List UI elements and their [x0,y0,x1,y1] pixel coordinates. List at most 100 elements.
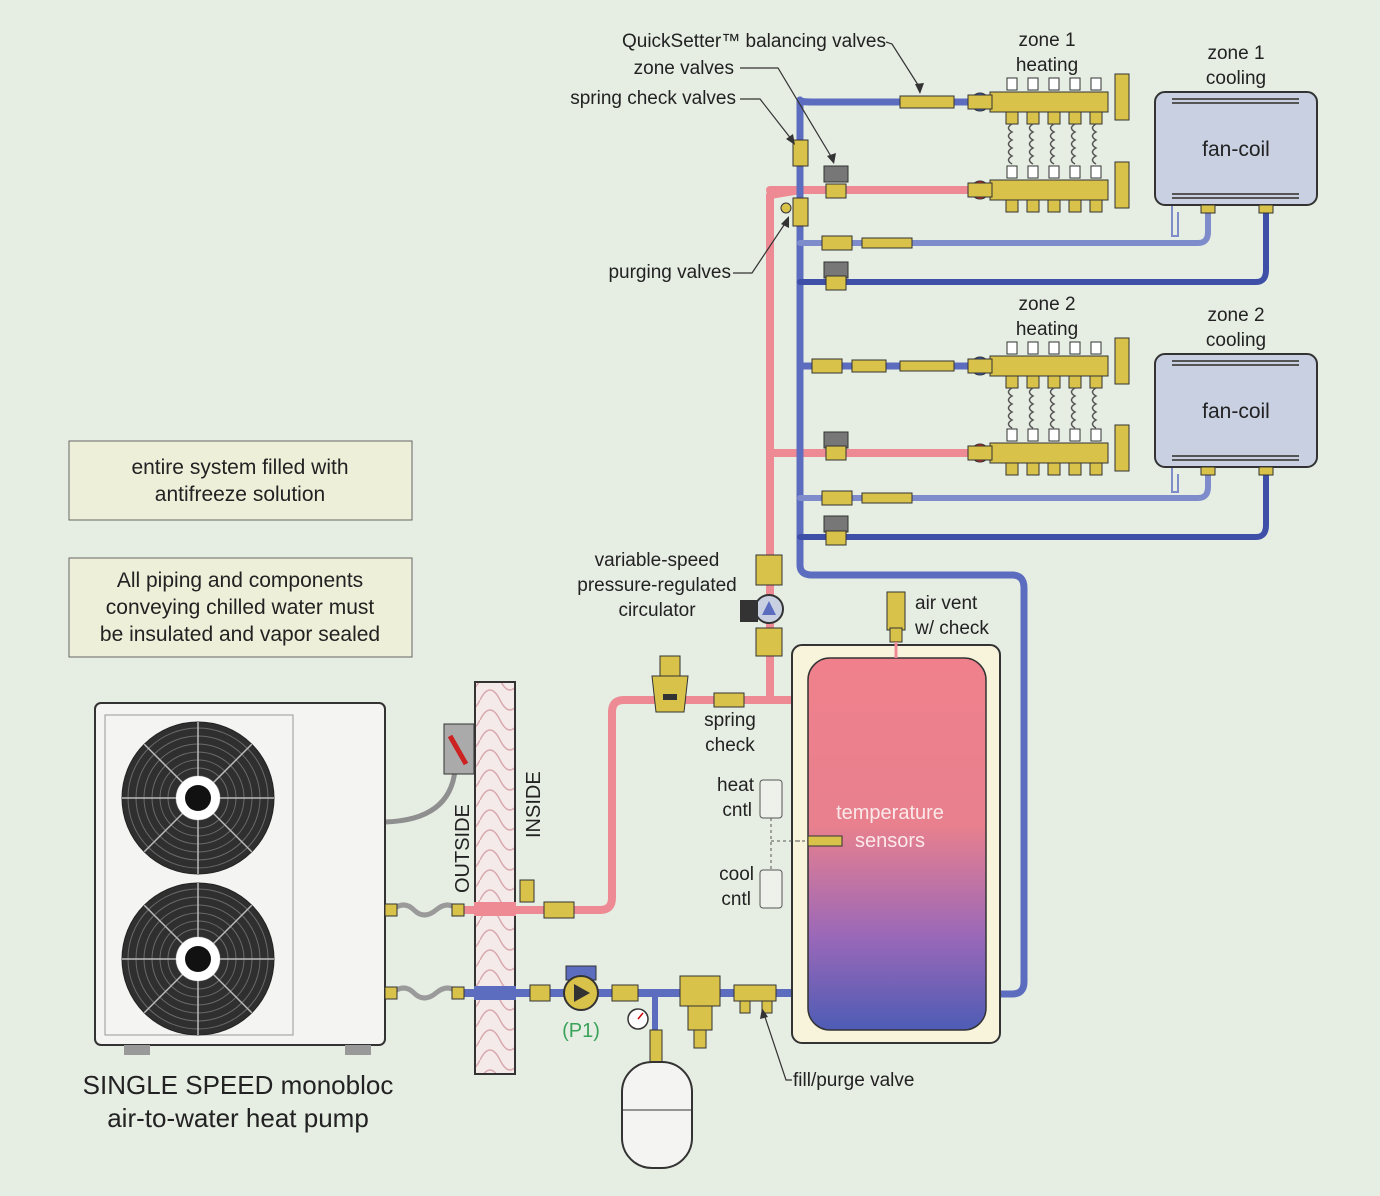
circulator-label-1: variable-speed [595,550,720,571]
manifold-return-bar [989,179,1109,201]
outside-label: OUTSIDE [452,804,474,893]
quicksetter-label: QuickSetter™ balancing valves [622,31,886,52]
inside-label: INSIDE [523,771,545,838]
zone1-cooling-label-1: zone 1 [1207,43,1264,64]
manifold-outlet [1026,199,1040,213]
radiant-manifolds [967,73,1130,476]
manifold-outlet [1047,375,1061,389]
manifold-tubing [1028,123,1035,165]
manifold-actuator [1006,428,1018,442]
manifold-actuator [1069,428,1081,442]
manifold-actuator [1090,341,1102,355]
fan-bottom [121,882,275,1036]
manifold-tubing [1070,123,1077,165]
circulator-label-2: pressure-regulated [577,575,736,596]
note-insulation-line-3: be insulated and vapor sealed [100,623,380,646]
spring-check-label-1: spring [704,710,756,731]
manifold-actuator [1048,428,1060,442]
spring-check-label-2: check [705,735,755,756]
manifold-outlet [1005,199,1019,213]
manifold-outlet [1026,375,1040,389]
manifold-actuator [1027,77,1039,91]
manifold-actuator [1069,341,1081,355]
manifold-end-vent [1114,424,1130,472]
temp-sensors-label-2: sensors [855,830,925,852]
buffer-tank: temperature sensors [791,644,1001,1044]
zone2-heating-label-1: zone 2 [1018,294,1075,315]
manifold-outlet [1047,199,1061,213]
electrical-conduit [382,767,461,825]
manifold-tubing [1028,387,1035,429]
cold-main-riser [796,96,1028,998]
balancing-valve-zone1-cool [821,235,913,251]
note-antifreeze: entire system filled with antifreeze sol… [68,440,413,521]
variable-speed-circulator [740,554,784,657]
manifold-outlet [1026,111,1040,125]
manifold-tubing [1007,123,1014,165]
manifold-outlet [1068,199,1082,213]
zone-valve-zone1-cool [823,261,849,291]
manifold-outlet [1068,375,1082,389]
balancing-valve-zone2-heat [811,358,955,374]
fancoil-2-label: fan-coil [1202,400,1270,423]
cold-branch-zone1-cooling-b [797,207,1269,285]
purging-valve [792,197,809,227]
note-insulation: All piping and components conveying chil… [68,557,413,658]
manifold-return-bar [989,442,1109,464]
cold-branch-zone2-cooling-b [797,467,1269,540]
dirt-separator [679,975,721,1049]
manifold-outlet [1005,462,1019,476]
zone2-cooling-label-1: zone 2 [1207,305,1264,326]
manifold-zone1 [967,73,1130,213]
heat-pump-unit [94,702,398,1055]
manifold-outlet [1005,111,1019,125]
hot-supply-riser [766,186,804,704]
fan-coil-1: fan-coil [1154,91,1318,237]
expansion-tank [621,1029,693,1169]
manifold-actuator [1069,77,1081,91]
temp-sensors-label-1: temperature [836,802,944,824]
manifold-actuator [1090,77,1102,91]
cold-branch-zone1-cooling-a [797,207,1211,246]
note-antifreeze-line-2: antifreeze solution [155,483,325,506]
note-insulation-line-1: All piping and components [117,569,363,592]
disconnect-switch [443,723,475,775]
zone2-heating-label-2: heating [1016,319,1078,340]
zone-valve-zone2-heat [823,431,849,461]
manifold-actuator [1090,428,1102,442]
manifold-actuator [1048,77,1060,91]
manifold-actuator [1048,165,1060,179]
zone-valves-label: zone valves [634,58,734,79]
manifold-outlet [1005,375,1019,389]
manifold-actuator [1006,77,1018,91]
flex-hose-lower [389,985,461,1001]
heat-cntl-label-2: cntl [722,800,752,821]
manifold-actuator [1006,341,1018,355]
circulator-label-3: circulator [618,600,696,621]
manifold-supply-bar [989,355,1109,377]
manifold-supply-bar [989,91,1109,113]
manifold-tubing [1007,387,1014,429]
manifold-actuator [1006,165,1018,179]
riser-valves [780,95,955,546]
manifold-zone2 [967,337,1130,476]
balancing-valve-zone2-cool [821,490,913,506]
heat-pump-label-1: SINGLE SPEED monobloc [83,1070,394,1100]
manifold-actuator [1027,165,1039,179]
manifold-end-vent [1114,337,1130,385]
fancoil-1-label: fan-coil [1202,138,1270,161]
air-vent-label-1: air vent [915,593,978,614]
manifold-outlet [1089,111,1103,125]
note-antifreeze-line-1: entire system filled with [131,456,348,479]
manifold-tubing [1091,387,1098,429]
note-insulation-line-2: conveying chilled water must [106,596,375,619]
heat-pump-label-2: air-to-water heat pump [107,1103,369,1133]
zone1-heating-label-2: heating [1016,55,1078,76]
purging-valves-label: purging valves [608,262,731,283]
fan-top [121,721,275,875]
zone-valve-zone2-cool [823,515,849,546]
pipe-network [382,96,1269,1065]
zone2-cooling-label-2: cooling [1206,330,1266,351]
